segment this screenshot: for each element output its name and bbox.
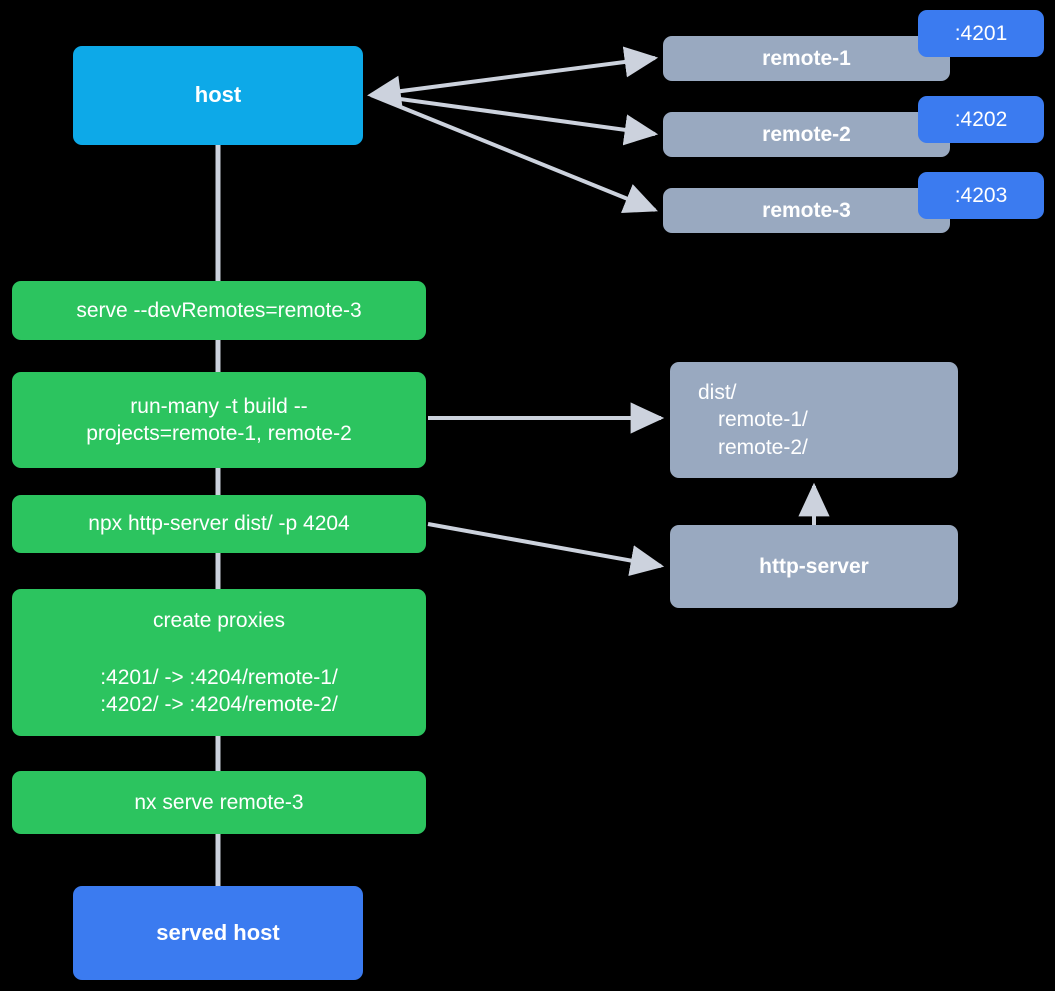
edge-host-to-remote-2 (370, 93, 659, 146)
node-served-host-label: served host (156, 919, 280, 945)
node-command-serve[interactable]: serve --devRemotes=remote-3 (12, 281, 426, 340)
node-remote-1-label: remote-1 (762, 46, 851, 70)
node-remote-2[interactable]: remote-2 (663, 112, 950, 157)
node-command-create-proxies-mapping-1: :4201/ -> :4204/remote-1/ (100, 665, 338, 689)
badge-port-remote-2[interactable]: :4202 (918, 96, 1044, 143)
node-dist-folder[interactable]: dist/ remote-1/ remote-2/ (670, 362, 958, 478)
node-served-host[interactable]: served host (73, 886, 363, 980)
node-remote-3[interactable]: remote-3 (663, 188, 950, 233)
edge-npx-to-http-server (427, 522, 665, 576)
badge-port-remote-1[interactable]: :4201 (918, 10, 1044, 57)
node-http-server[interactable]: http-server (670, 525, 958, 608)
node-host[interactable]: host (73, 46, 363, 145)
node-command-npx-http-server-label: npx http-server dist/ -p 4204 (88, 512, 350, 536)
edge-host-to-remote-3 (370, 93, 658, 214)
node-http-server-label: http-server (759, 554, 869, 578)
badge-port-remote-3[interactable]: :4203 (918, 172, 1044, 219)
node-command-npx-http-server[interactable]: npx http-server dist/ -p 4204 (12, 495, 426, 553)
node-command-nx-serve-remote-3[interactable]: nx serve remote-3 (12, 771, 426, 834)
node-command-create-proxies-mapping-2: :4202/ -> :4204/remote-2/ (100, 693, 338, 717)
node-dist-folder-line-2: remote-1/ (718, 408, 808, 432)
node-command-nx-serve-remote-3-label: nx serve remote-3 (134, 790, 304, 814)
node-command-create-proxies[interactable]: create proxies :4201/ -> :4204/remote-1/… (12, 589, 426, 736)
edge-host-to-remote-1 (367, 46, 659, 107)
node-remote-3-label: remote-3 (762, 198, 851, 222)
node-command-run-many-line-2: projects=remote-1, remote-2 (86, 422, 352, 445)
node-command-run-many-line-1: run-many -t build -- (130, 394, 308, 418)
node-command-run-many[interactable]: run-many -t build -- projects=remote-1, … (12, 372, 426, 468)
badge-port-remote-1-label: :4201 (954, 21, 1008, 45)
node-dist-folder-line-1: dist/ (698, 381, 737, 405)
node-dist-folder-line-3: remote-2/ (718, 435, 808, 459)
badge-port-remote-3-label: :4203 (954, 183, 1008, 207)
node-host-label: host (194, 82, 242, 108)
node-command-serve-label: serve --devRemotes=remote-3 (76, 298, 362, 322)
node-remote-1[interactable]: remote-1 (663, 36, 950, 81)
badge-port-remote-2-label: :4202 (954, 107, 1008, 131)
node-remote-2-label: remote-2 (762, 122, 851, 146)
node-command-create-proxies-title: create proxies (153, 608, 285, 632)
